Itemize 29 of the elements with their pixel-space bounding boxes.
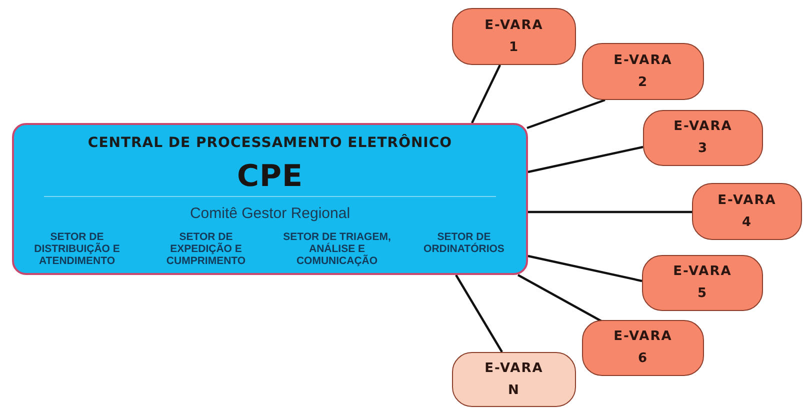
connector-line bbox=[517, 274, 604, 323]
connector-line bbox=[528, 210, 692, 214]
acronym-text: CPE bbox=[236, 159, 304, 194]
unit-box bbox=[452, 8, 576, 65]
subtitle-text: Comitê Gestor Regional bbox=[188, 205, 352, 222]
unit-box bbox=[642, 255, 763, 311]
connector-line bbox=[526, 98, 606, 130]
sector-label: SETOR DE ORDINATÓRIOS bbox=[422, 231, 506, 255]
unit-box bbox=[692, 183, 802, 240]
unit-box bbox=[643, 110, 763, 166]
unit-label: E-VARA 3 bbox=[672, 118, 734, 158]
unit-label: E-VARA 2 bbox=[612, 52, 674, 92]
unit-box bbox=[582, 43, 704, 100]
sector-label: SETOR DE DISTRIBUIÇÃO E ATENDIMENTO bbox=[33, 231, 121, 267]
connector-line bbox=[528, 254, 642, 282]
unit-label: E-VARA N bbox=[484, 360, 544, 400]
sector-label: SETOR DE EXPEDIÇÃO E CUMPRIMENTO bbox=[165, 231, 247, 267]
unit-box bbox=[582, 320, 704, 376]
heading-text: CENTRAL DE PROCESSAMENTO ELETRÔNICO bbox=[86, 135, 454, 151]
connector-line bbox=[528, 146, 644, 174]
unit-label: E-VARA 1 bbox=[484, 16, 544, 56]
unit-label: E-VARA 5 bbox=[672, 263, 733, 303]
connector-line bbox=[471, 64, 501, 124]
sector-label: SETOR DE TRIAGEM, ANÁLISE E COMUNICAÇÃO bbox=[282, 231, 392, 267]
connector-line bbox=[455, 274, 503, 353]
central-box bbox=[12, 123, 528, 275]
unit-label: E-VARA 6 bbox=[612, 328, 674, 368]
unit-label: E-VARA 4 bbox=[716, 192, 778, 232]
unit-box bbox=[452, 352, 576, 407]
